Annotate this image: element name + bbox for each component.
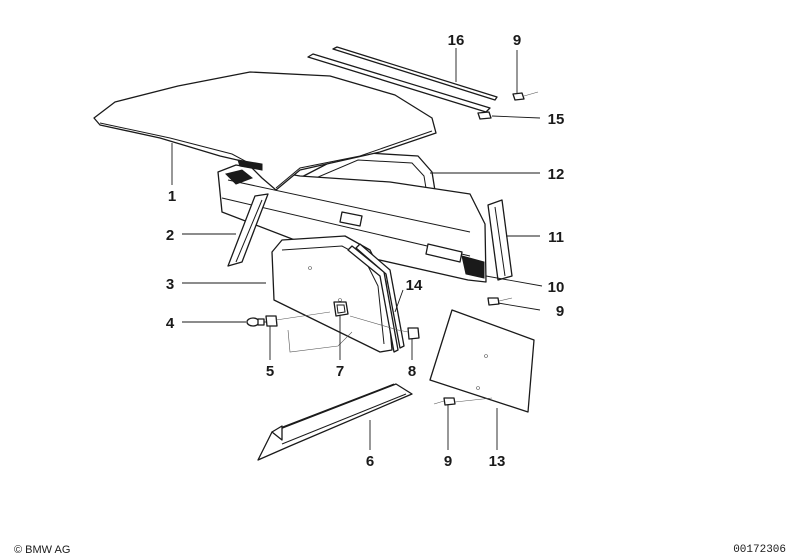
part-1-headliner: [93, 71, 437, 191]
leader-lines: [171, 48, 543, 450]
callout-14: 14: [406, 277, 423, 294]
callout-9-top: 9: [513, 32, 521, 49]
callout-6: 6: [366, 453, 374, 470]
callout-7: 7: [336, 363, 344, 380]
callout-9-middle: 9: [556, 303, 564, 320]
part-14-seal-strips: [347, 243, 405, 353]
part-15-molding-end: [477, 111, 492, 120]
part-11-right-pillar-trim: [487, 199, 513, 281]
callout-5: 5: [266, 363, 274, 380]
part-8-fastener: [397, 327, 420, 340]
leader-15: [491, 115, 541, 119]
callout-labels: 1 2 3 4 5 6 7 8 9 9 9 10 11 12 13 14 15 …: [166, 32, 565, 470]
part-10-back-panel: [217, 164, 487, 283]
leader-9-mid: [497, 302, 541, 311]
callout-10: 10: [548, 279, 565, 296]
diagram-id-label: 00172306: [733, 544, 786, 556]
callout-12: 12: [548, 166, 565, 183]
copyright-label: © BMW AG: [14, 544, 71, 556]
callout-3: 3: [166, 276, 174, 293]
part-5-clip: [265, 311, 331, 327]
callout-8: 8: [408, 363, 416, 380]
callout-2: 2: [166, 227, 174, 244]
leader-14: [394, 289, 404, 313]
callout-1: 1: [168, 188, 176, 205]
callout-16: 16: [448, 32, 465, 49]
part-13-cover-panel: [429, 309, 535, 413]
part-2-pillar-trim: [227, 193, 269, 267]
callout-13: 13: [489, 453, 506, 470]
assembly-guide-lines: [287, 315, 399, 353]
part-6-sill-strip: [257, 383, 413, 461]
callout-15: 15: [548, 111, 565, 128]
part-9-clip-bottom: [433, 397, 493, 406]
callout-11: 11: [548, 229, 564, 246]
part-9-clip-middle: [487, 297, 513, 306]
callout-4: 4: [166, 315, 175, 332]
part-9-clip-top: [512, 91, 539, 101]
callout-9-bottom: 9: [444, 453, 452, 470]
leader-10: [485, 275, 543, 287]
part-16-roof-trim-strip: [307, 46, 498, 113]
part-7-retaining-clip: [333, 301, 349, 317]
